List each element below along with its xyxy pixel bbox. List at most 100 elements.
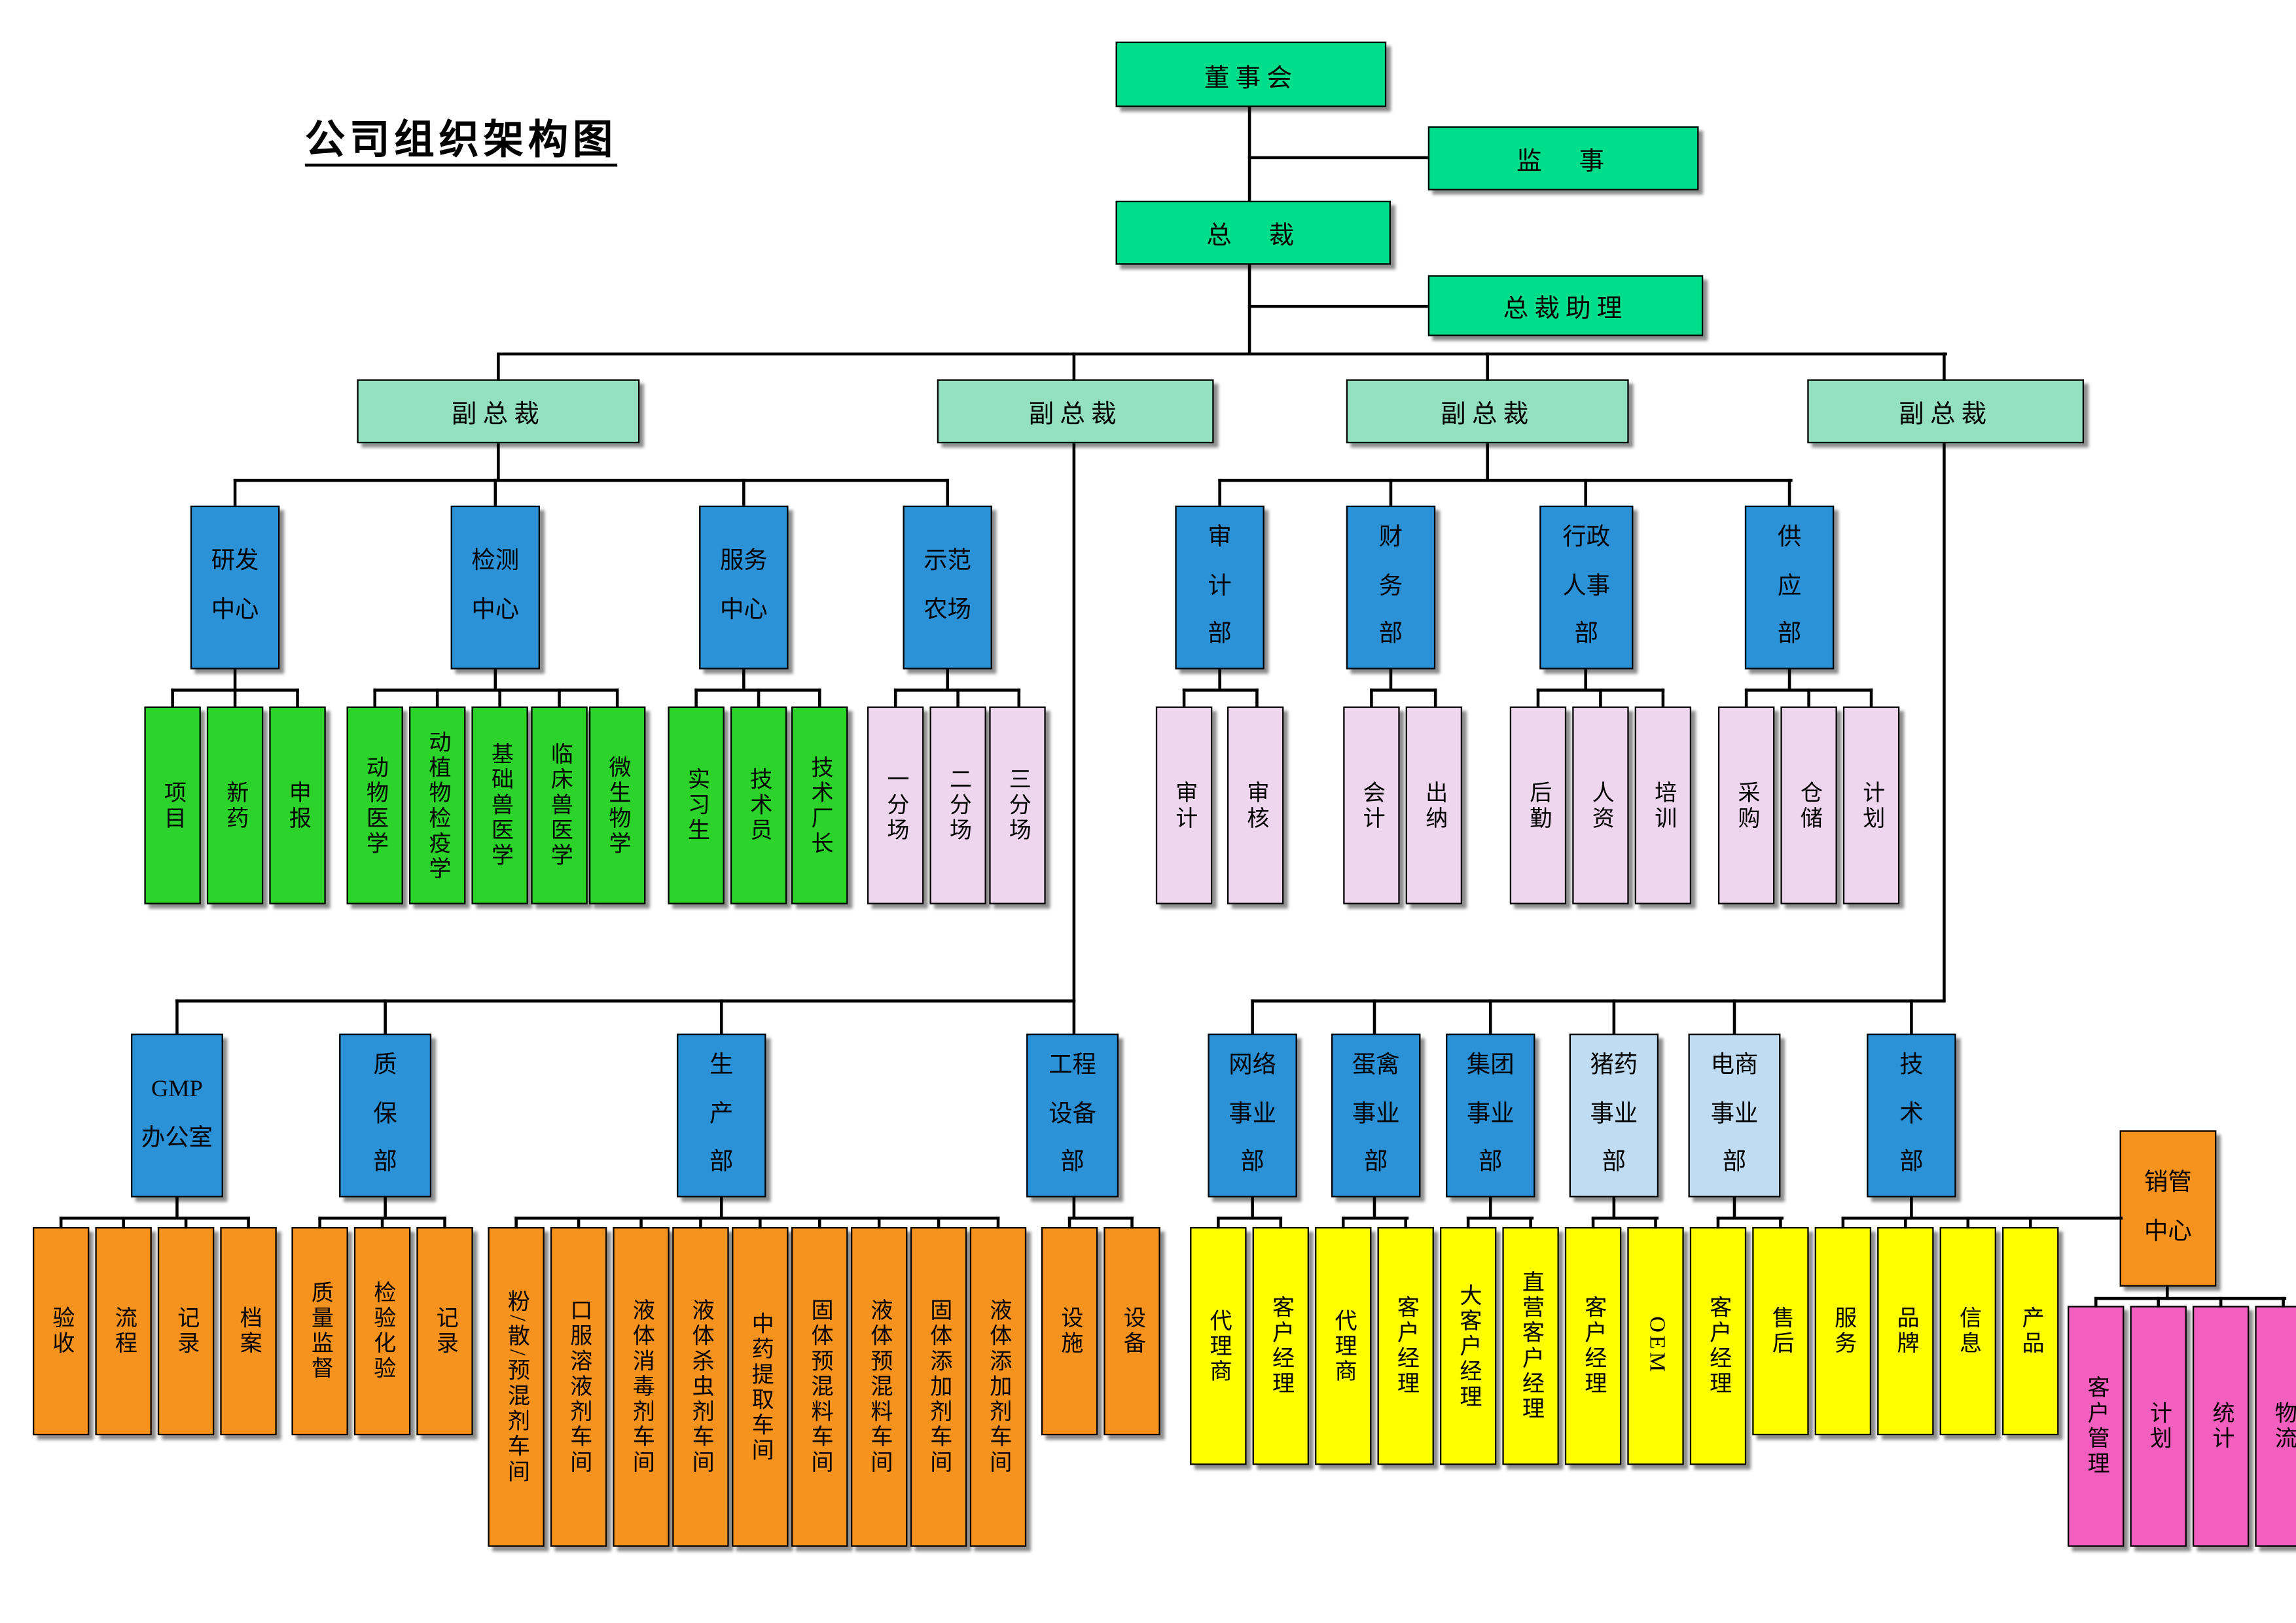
connector-line [2166, 1286, 2169, 1300]
connector-line [1599, 688, 1602, 707]
connector-line [233, 478, 237, 506]
connector-line [1584, 478, 1587, 506]
logistics-support-node: 后勤 [1509, 706, 1567, 904]
vice-president-1-node: 副总裁 [357, 379, 640, 444]
key-account-manager-node: 大客户经理 [1439, 1226, 1497, 1465]
intern-node: 实习生 [668, 706, 725, 904]
connector-line [1661, 688, 1665, 707]
animal-medicine-node: 动物医学 [346, 706, 403, 904]
chart-title: 公司组织架构图 [304, 117, 618, 162]
connector-line [1716, 1217, 1784, 1220]
quality-supervision-node: 质量监督 [291, 1226, 348, 1436]
connector-line [1251, 999, 1946, 1003]
liquid-insecticide-workshop-node: 液体杀虫剂车间 [672, 1226, 729, 1547]
connector-line [1654, 1217, 1657, 1229]
rd-center-node: 研发 中心 [190, 505, 280, 669]
connector-line [2219, 1296, 2223, 1308]
connector-line [184, 1217, 188, 1229]
human-resources-node: 人资 [1572, 706, 1629, 904]
connector-line [1591, 1217, 1595, 1229]
connector-line [1218, 669, 1221, 690]
connector-line [1488, 1197, 1492, 1219]
production-dept-node: 生 产 部 [677, 1033, 766, 1198]
connector-line [1612, 999, 1616, 1034]
connector-line [1218, 478, 1221, 506]
connector-line [443, 1217, 446, 1229]
connector-line [1910, 1197, 1913, 1219]
connector-line [175, 999, 1076, 1003]
connector-line [1536, 688, 1540, 707]
basic-veterinary-node: 基础兽医学 [471, 706, 528, 904]
customer-management-node: 客户管理 [2068, 1306, 2125, 1547]
connector-line [759, 1217, 762, 1229]
connector-line [1218, 478, 1793, 482]
connector-line [122, 1217, 125, 1229]
audit-node: 审计 [1155, 706, 1213, 904]
connector-line [1372, 999, 1376, 1034]
connector-line [1279, 1217, 1283, 1229]
connector-line [1466, 1217, 1534, 1220]
connector-line [171, 688, 174, 707]
audit-dept-node: 审 计 部 [1175, 505, 1265, 669]
tcm-extraction-workshop-node: 中药提取车间 [732, 1226, 789, 1547]
pig-medicine-division-node: 猪药 事业 部 [1569, 1033, 1659, 1198]
connector-line [1716, 1217, 1720, 1229]
connector-line [996, 1217, 1000, 1229]
connector-line [1247, 156, 1428, 160]
project-node: 项目 [144, 706, 201, 904]
connector-line [233, 669, 237, 690]
connector-line [1251, 1197, 1254, 1219]
testing-center-node: 检测 中心 [450, 505, 540, 669]
connector-line [1130, 1217, 1134, 1229]
connector-line [296, 688, 299, 707]
review-node: 审核 [1227, 706, 1284, 904]
connector-line [1182, 688, 1259, 692]
connector-line [233, 478, 949, 482]
connector-line [1529, 1217, 1532, 1229]
connector-line [497, 352, 500, 381]
connector-line [435, 688, 439, 707]
connector-line [175, 999, 179, 1034]
connector-line [1787, 669, 1791, 690]
connector-line [956, 688, 960, 707]
gmp-office-node: GMP 办公室 [130, 1033, 223, 1198]
connector-line [558, 688, 561, 707]
connector-line [694, 688, 698, 707]
connector-line [1067, 1217, 1071, 1229]
connector-line [247, 1217, 250, 1229]
connector-line [1787, 478, 1791, 506]
warehousing-node: 仓储 [1780, 706, 1837, 904]
equipment-node: 设备 [1103, 1226, 1160, 1436]
connector-line [1841, 1217, 1845, 1229]
after-sales-node: 售后 [1752, 1226, 1809, 1436]
inspection-testing-node: 检验化验 [353, 1226, 411, 1436]
connector-line [877, 1217, 881, 1229]
animal-plant-quarantine-node: 动植物检疫学 [408, 706, 466, 904]
connector-line [1869, 688, 1873, 707]
vice-president-4-node: 副总裁 [1807, 379, 2085, 444]
vice-president-2-node: 副总裁 [937, 379, 1214, 444]
plan-node: 计划 [2130, 1306, 2187, 1547]
engineering-equipment-dept-node: 工程 设备 部 [1026, 1033, 1119, 1198]
connector-line [1072, 999, 1076, 1034]
ecommerce-division-node: 电商 事业 部 [1688, 1033, 1781, 1198]
connector-line [1841, 1217, 2123, 1220]
acceptance-node: 验收 [32, 1226, 90, 1436]
oral-solution-workshop-node: 口服溶液剂车间 [550, 1226, 607, 1547]
cashier-node: 出纳 [1405, 706, 1463, 904]
clinical-veterinary-node: 临床兽医学 [531, 706, 588, 904]
connector-line [514, 1217, 1000, 1220]
connector-line [2028, 1217, 2032, 1229]
connector-line [175, 1197, 179, 1219]
technology-dept-node: 技 术 部 [1867, 1033, 1956, 1198]
agent-egg-poultry-node: 代理商 [1315, 1226, 1372, 1465]
connector-line [817, 688, 821, 707]
records-gmp-node: 记录 [157, 1226, 215, 1436]
connector-line [757, 688, 761, 707]
archives-node: 档案 [220, 1226, 277, 1436]
connector-line [1584, 669, 1587, 690]
connector-line [946, 478, 949, 506]
connector-line [1744, 688, 1748, 707]
connector-line [59, 1217, 63, 1229]
